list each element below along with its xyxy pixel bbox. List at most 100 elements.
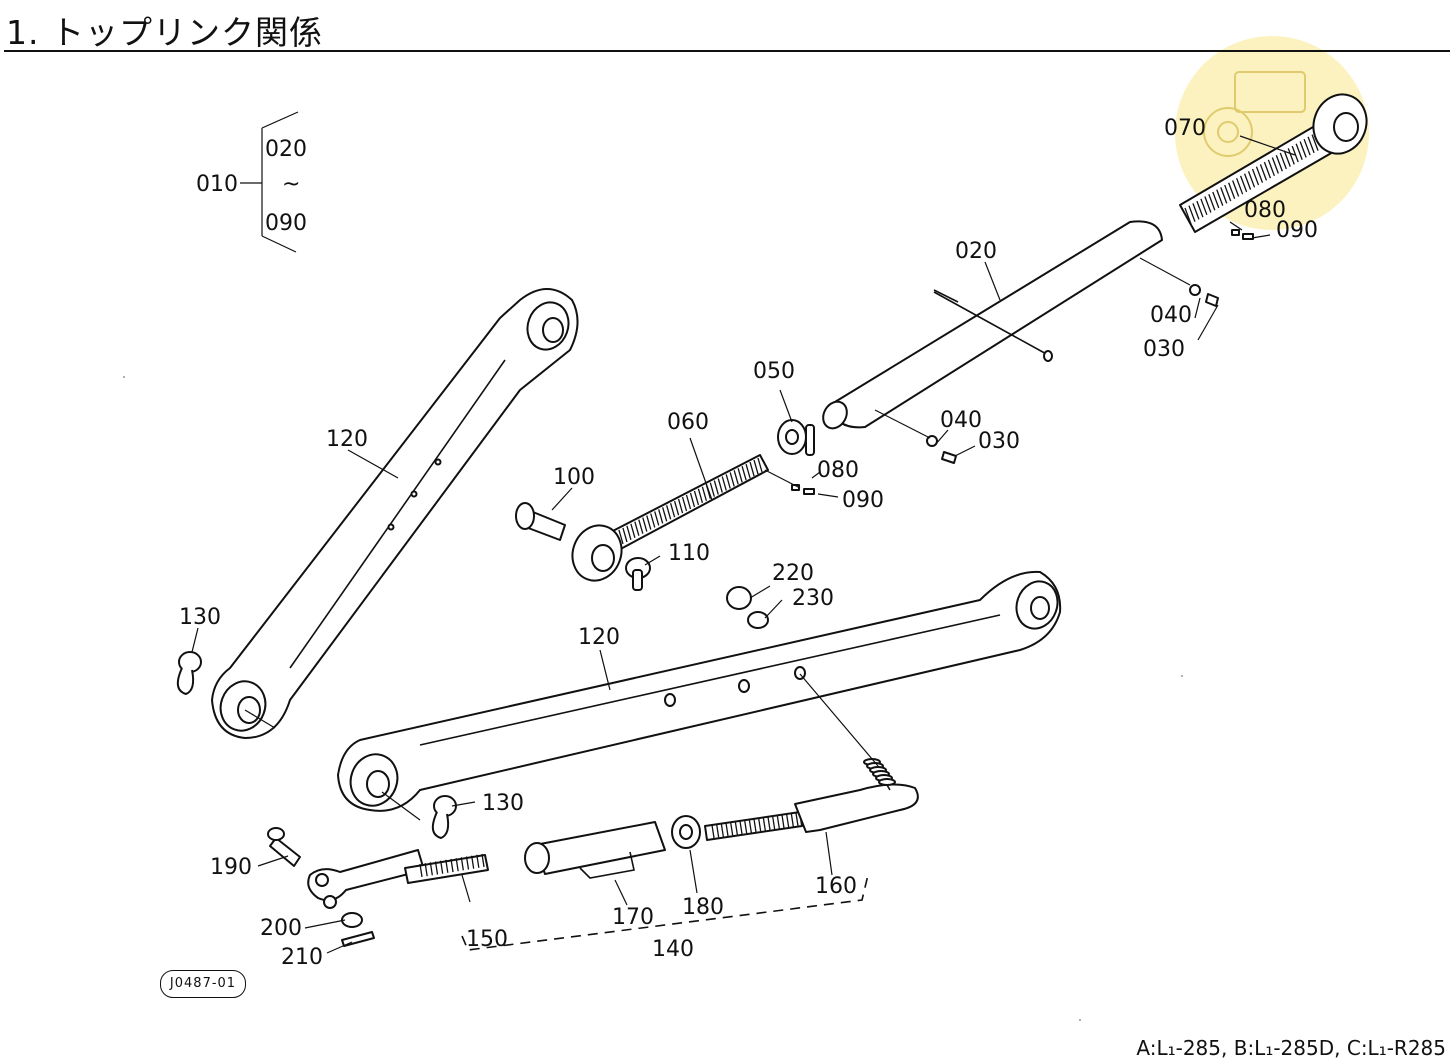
- label-030-lower: 030: [978, 429, 1020, 454]
- thread-line: [1263, 161, 1272, 179]
- thread-line: [1184, 207, 1192, 225]
- thread-line: [1204, 196, 1212, 213]
- thread-line: [1239, 175, 1248, 193]
- thread-line: [476, 854, 480, 868]
- lower-link-right: [337, 570, 1062, 812]
- thread-line: [429, 862, 433, 876]
- thread-line: [767, 816, 771, 831]
- thread-line: [725, 822, 729, 837]
- thread-line: [1287, 148, 1295, 165]
- thread-line: [450, 858, 454, 873]
- thread-line: [646, 515, 652, 530]
- thread-line: [739, 820, 743, 835]
- thread-line: [1271, 157, 1279, 174]
- pin-080-lower: [791, 484, 815, 495]
- thread-line: [1228, 182, 1236, 199]
- lynch-pin-130b: [431, 795, 457, 839]
- pin-080-upper: [1231, 229, 1254, 240]
- label-130-lower: 130: [482, 791, 524, 816]
- thread-line: [721, 476, 727, 491]
- label-050: 050: [753, 359, 795, 384]
- thread-line: [658, 509, 664, 524]
- pin-100: [515, 502, 566, 541]
- thread-line: [1224, 184, 1232, 202]
- label-090-lower: 090: [842, 488, 884, 513]
- thread-line: [689, 492, 696, 508]
- thread-line: [734, 821, 738, 835]
- thread-line: [711, 824, 715, 839]
- thread-line: [440, 860, 444, 874]
- label-140: 140: [652, 937, 694, 962]
- thread-line: [733, 470, 739, 485]
- thread-line: [638, 519, 644, 534]
- bolt-030-upper: [1189, 284, 1219, 307]
- thread-line: [745, 463, 751, 479]
- legend-to: 090: [265, 211, 307, 236]
- thread-line: [460, 857, 464, 871]
- lock-nut-050: [777, 419, 815, 456]
- thread-line: [758, 818, 762, 832]
- thread-line: [654, 511, 660, 526]
- label-120-lower: 120: [578, 625, 620, 650]
- thread-line: [729, 472, 735, 487]
- label-080-upper: 080: [1244, 198, 1286, 223]
- lynch-pin-130a: [176, 651, 202, 695]
- thread-line: [685, 494, 692, 510]
- label-040-lower: 040: [940, 408, 982, 433]
- thread-line: [1275, 155, 1283, 172]
- label-060: 060: [667, 410, 709, 435]
- threaded-eye-070: [1179, 93, 1368, 233]
- thread-line: [717, 478, 723, 493]
- thread-line: [753, 459, 759, 475]
- thread-line: [772, 816, 776, 830]
- thread-line: [1232, 180, 1240, 197]
- label-150: 150: [466, 927, 508, 952]
- thread-line: [626, 525, 632, 541]
- thread-line: [701, 486, 708, 501]
- label-020: 020: [955, 239, 997, 264]
- thread-line: [1216, 189, 1224, 206]
- thread-line: [781, 814, 785, 829]
- thread-line: [1200, 198, 1208, 216]
- thread-line: [681, 496, 688, 512]
- assembly-legend: 010 020 ~ 090: [196, 111, 307, 253]
- thread-line: [445, 859, 449, 873]
- title-rule: [4, 50, 1450, 52]
- thread-line: [709, 482, 715, 497]
- thread-line: [1255, 166, 1264, 183]
- top-link-tube: [822, 220, 1163, 430]
- thread-line: [1279, 152, 1287, 170]
- thread-line: [471, 855, 475, 869]
- legend-from: 020: [265, 137, 307, 162]
- figure-code: J0487-01: [160, 970, 246, 998]
- lower-link-left: [211, 288, 579, 739]
- label-090-upper: 090: [1276, 218, 1318, 243]
- thread-line: [1295, 143, 1303, 160]
- thread-line: [650, 513, 656, 528]
- label-110: 110: [668, 541, 710, 566]
- thread-line: [677, 498, 684, 514]
- thread-line: [1303, 138, 1311, 156]
- thread-line: [622, 527, 628, 543]
- thread-line: [1236, 177, 1244, 195]
- thread-line: [1307, 136, 1315, 154]
- thread-line: [1299, 141, 1307, 158]
- legend-tilde: ~: [282, 172, 300, 197]
- thread-line: [741, 466, 747, 481]
- thread-line: [630, 523, 636, 538]
- thread-line: [697, 488, 704, 504]
- thread-line: [481, 853, 485, 868]
- thread-line: [744, 820, 748, 834]
- thread-line: [1291, 145, 1299, 163]
- thread-line: [455, 858, 459, 872]
- thread-line: [1220, 187, 1228, 204]
- label-220: 220: [772, 561, 814, 586]
- thread-line: [725, 474, 731, 489]
- washer-230: [747, 611, 769, 629]
- thread-line: [1283, 150, 1291, 167]
- thread-line: [1267, 159, 1275, 177]
- thread-line: [757, 457, 763, 473]
- thread-line: [1311, 134, 1319, 151]
- thread-line: [1196, 200, 1204, 218]
- label-170: 170: [612, 905, 654, 930]
